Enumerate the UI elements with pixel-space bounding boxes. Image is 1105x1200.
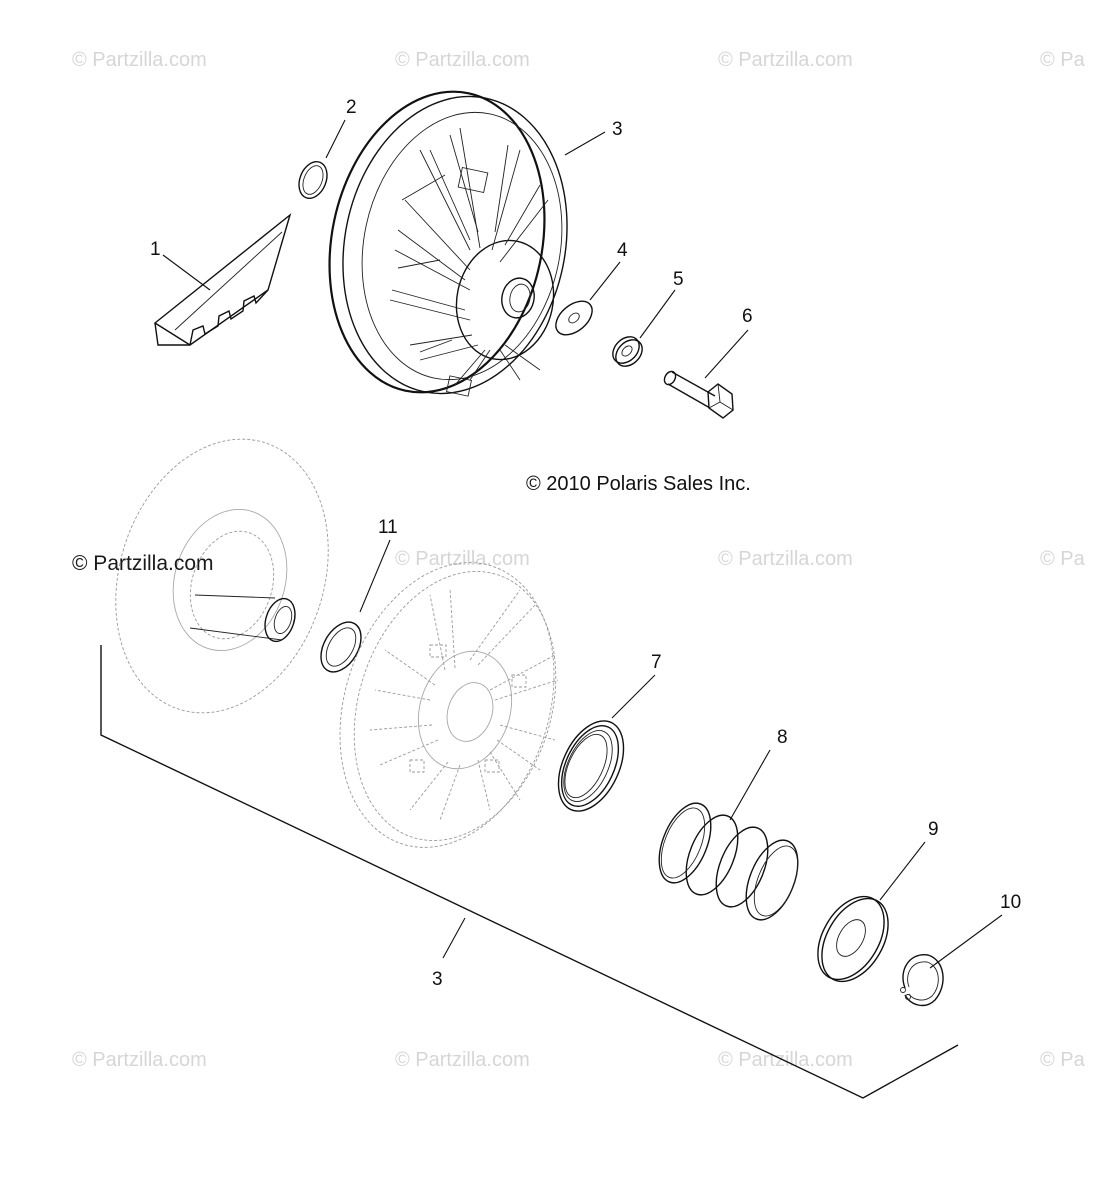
part-6-bolt bbox=[663, 370, 734, 419]
movable-sheave-ghost bbox=[339, 562, 559, 848]
watermark: © Partzilla.com bbox=[718, 49, 853, 71]
part-9-spring-seat bbox=[817, 895, 889, 983]
callout-9: 9 bbox=[928, 819, 939, 840]
watermark: © Partzilla.com bbox=[395, 548, 530, 570]
callout-10: 10 bbox=[1000, 892, 1021, 913]
fixed-sheave-ghost bbox=[115, 438, 329, 714]
callout-8: 8 bbox=[777, 727, 788, 748]
leader-lines bbox=[162, 119, 1003, 969]
watermark-dark: © Partzilla.com bbox=[72, 552, 214, 575]
part-8-spring bbox=[658, 802, 799, 921]
watermark: © Pa bbox=[1040, 548, 1086, 570]
callout-3-top: 3 bbox=[612, 119, 623, 140]
watermark: © Partzilla.com bbox=[395, 49, 530, 71]
callout-3-bottom: 3 bbox=[432, 969, 443, 990]
callout-2: 2 bbox=[346, 97, 357, 118]
callout-7: 7 bbox=[651, 652, 662, 673]
part-1-belt bbox=[153, 213, 292, 346]
watermark: © Pa bbox=[1040, 1049, 1086, 1071]
part-7-seal bbox=[557, 720, 625, 812]
watermark: © Partzilla.com bbox=[72, 49, 207, 71]
callout-4: 4 bbox=[617, 240, 628, 261]
watermark: © Partzilla.com bbox=[718, 1049, 853, 1071]
part-10-snap-ring bbox=[900, 954, 944, 1007]
watermark: © Partzilla.com bbox=[718, 548, 853, 570]
watermark: © Pa bbox=[1040, 49, 1086, 71]
callout-1: 1 bbox=[150, 239, 161, 260]
copyright-text: © 2010 Polaris Sales Inc. bbox=[526, 473, 751, 495]
callout-5: 5 bbox=[673, 269, 684, 290]
callout-11: 11 bbox=[378, 517, 398, 538]
watermark-layer: © Partzilla.com © Partzilla.com © Partzi… bbox=[72, 49, 1086, 1071]
part-3-driven-sheave bbox=[328, 90, 568, 397]
part-11-ring bbox=[320, 621, 362, 673]
part-5-thick-washer bbox=[612, 336, 643, 367]
part-2-ring bbox=[298, 161, 328, 199]
part-4-washer bbox=[555, 300, 593, 336]
callout-6: 6 bbox=[742, 306, 753, 327]
callout-labels: 2 3 1 4 5 6 11 7 8 9 10 3 bbox=[150, 97, 1021, 990]
assembly-bracket bbox=[100, 645, 959, 1099]
watermark: © Partzilla.com bbox=[72, 1049, 207, 1071]
watermark: © Partzilla.com bbox=[395, 1049, 530, 1071]
